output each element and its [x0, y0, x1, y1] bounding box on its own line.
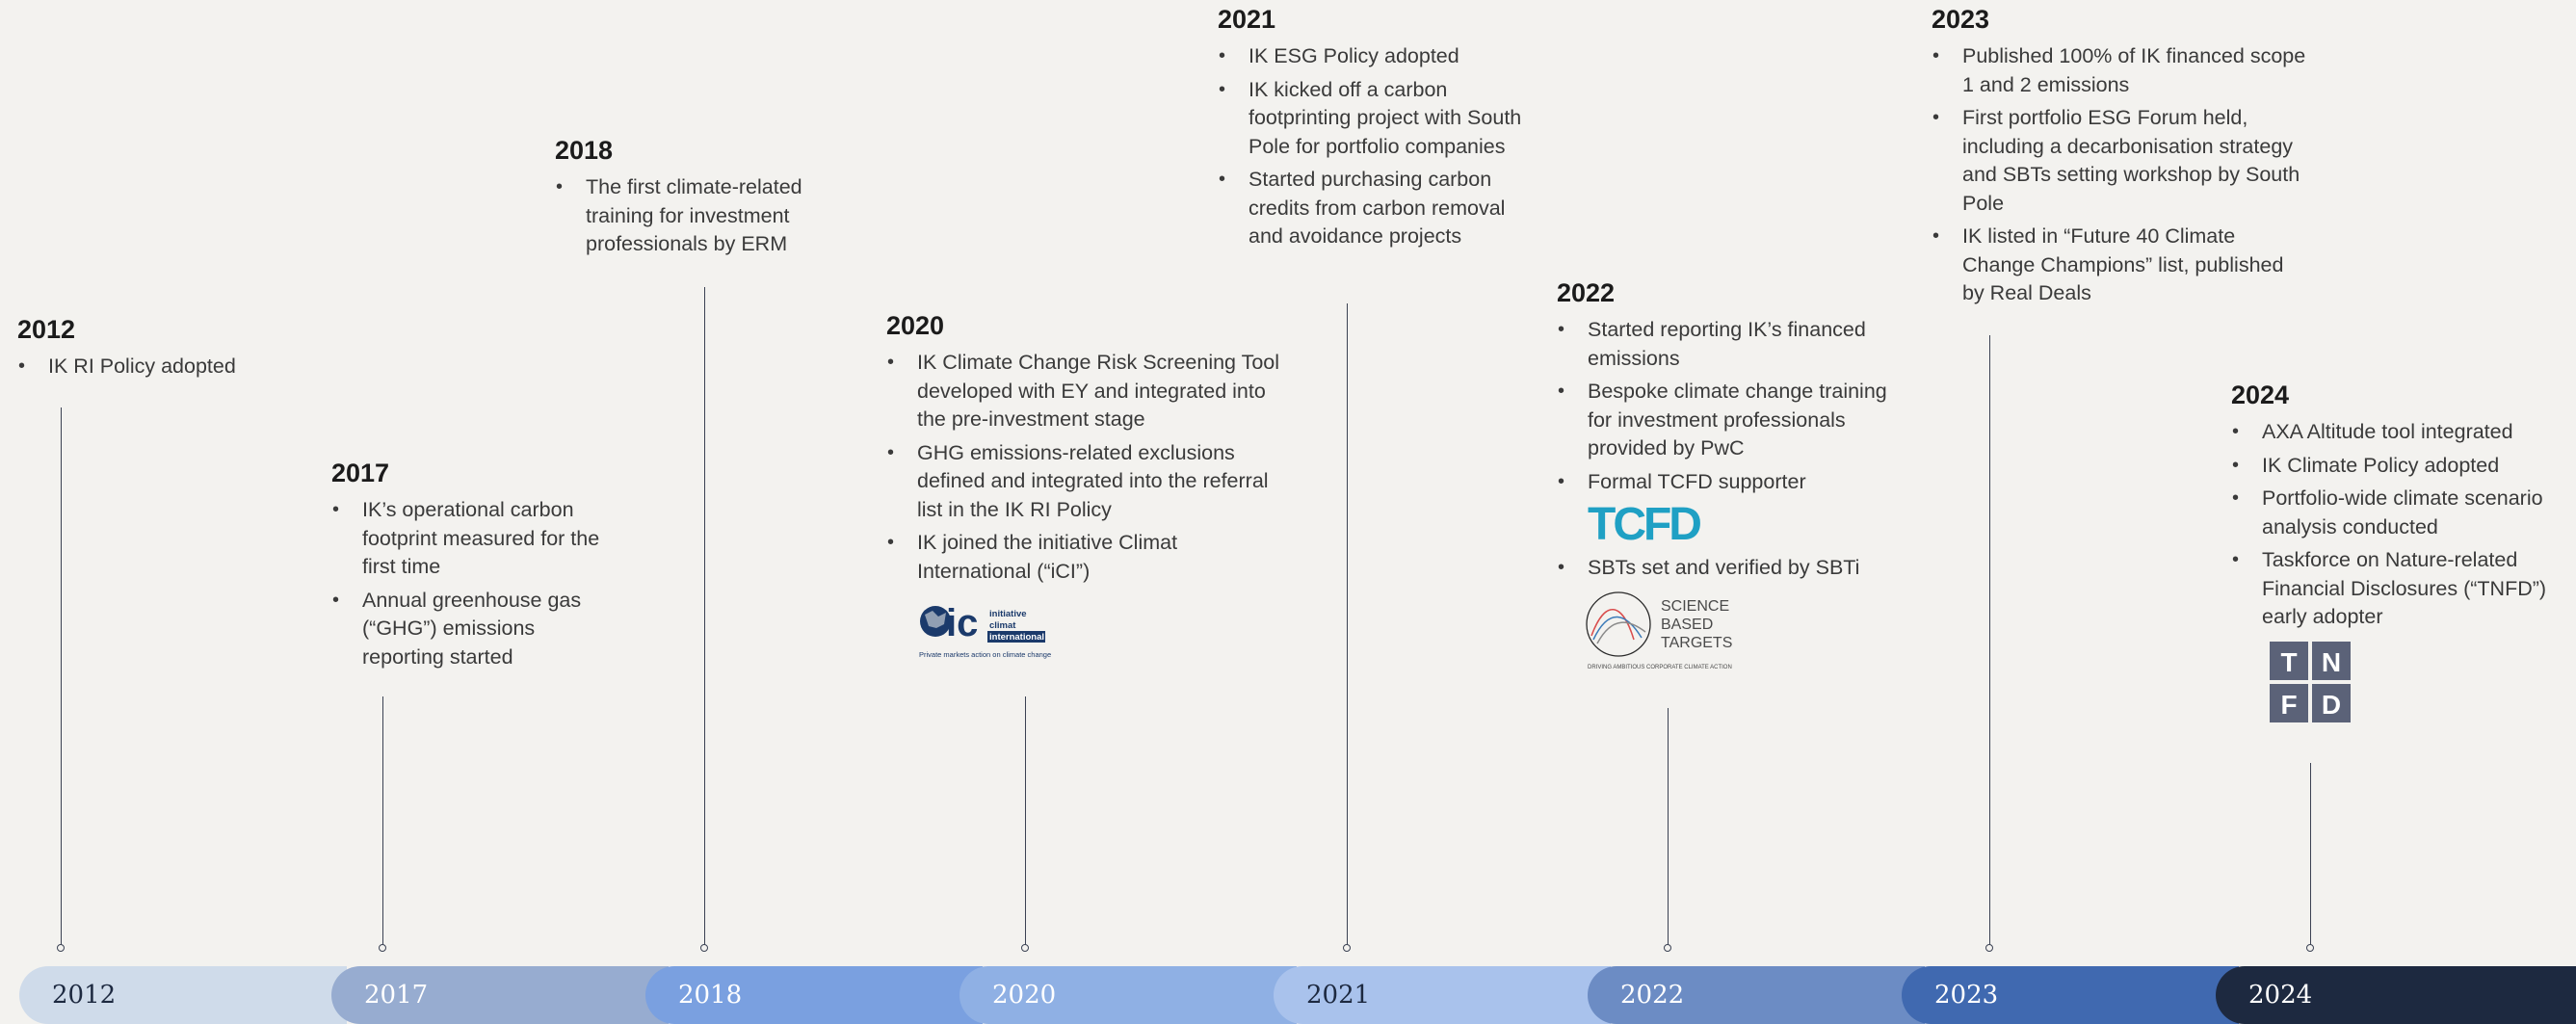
ici-line2: climat — [989, 620, 1016, 631]
list-item: IK listed in “Future 40 Climate Change C… — [1932, 223, 2307, 308]
ici-line3: international — [989, 632, 1044, 643]
connector-line-2023 — [1989, 335, 1990, 947]
list-item: Annual greenhouse gas (“GHG”) emissions … — [331, 587, 611, 672]
timeline-segment-2012: 2012 — [19, 966, 347, 1024]
connector-line-2022 — [1668, 708, 1669, 947]
milestone-list: Published 100% of IK financed scope 1 an… — [1932, 42, 2307, 308]
milestone-year: 2020 — [886, 311, 945, 340]
timeline-label: 2020 — [992, 981, 1057, 1010]
list-item: SBTs set and verified by SBTi — [1557, 554, 1894, 583]
timeline-label: 2012 — [52, 981, 117, 1010]
list-item: IK RI Policy adopted — [17, 353, 297, 381]
milestone-list: IK ESG Policy adopted IK kicked off a ca… — [1218, 42, 1536, 251]
timeline-label: 2017 — [364, 981, 429, 1010]
list-item: GHG emissions-related exclusions defined… — [886, 439, 1281, 525]
milestone-list: Started reporting IK’s financed emission… — [1557, 316, 1894, 583]
tnfd-letter: T — [2280, 647, 2297, 677]
list-item: IK Climate Change Risk Screening Tool de… — [886, 349, 1281, 434]
tcfd-text: TCFD — [1588, 501, 1700, 549]
milestone-year: 2024 — [2231, 381, 2290, 409]
milestone-2023: 2023 Published 100% of IK financed scope… — [1932, 4, 2307, 313]
milestone-year: 2021 — [1218, 5, 1276, 34]
tnfd-letter: D — [2322, 690, 2341, 720]
sbt-tagline: DRIVING AMBITIOUS CORPORATE CLIMATE ACTI… — [1588, 665, 1732, 670]
sbt-logo: SCIENCE BASED TARGETS DRIVING AMBITIOUS … — [1586, 590, 1749, 671]
list-item: First portfolio ESG Forum held, includin… — [1932, 104, 2307, 218]
timeline-segment-2022: 2022 — [1588, 966, 1925, 1024]
list-item: IK kicked off a carbon footprinting proj… — [1218, 76, 1536, 162]
connector-dot-2022 — [1664, 944, 1671, 952]
milestone-2012: 2012 IK RI Policy adopted — [17, 314, 297, 386]
ici-mark: ic — [946, 602, 978, 644]
connector-dot-2018 — [700, 944, 708, 952]
list-item: The first climate-related training for i… — [555, 173, 834, 259]
connector-dot-2020 — [1021, 944, 1029, 952]
timeline-label: 2021 — [1306, 981, 1371, 1010]
timeline-label: 2022 — [1620, 981, 1685, 1010]
connector-dot-2024 — [2306, 944, 2314, 952]
list-item: IK’s operational carbon footprint measur… — [331, 496, 611, 582]
connector-dot-2021 — [1343, 944, 1351, 952]
milestone-list: IK RI Policy adopted — [17, 353, 297, 381]
milestone-list: IK Climate Change Risk Screening Tool de… — [886, 349, 1281, 586]
milestone-year: 2023 — [1932, 5, 1990, 34]
list-item: Started purchasing carbon credits from c… — [1218, 166, 1536, 251]
milestone-2021: 2021 IK ESG Policy adopted IK kicked off… — [1218, 4, 1536, 256]
connector-line-2021 — [1347, 303, 1348, 947]
sbt-line3: TARGETS — [1661, 635, 1732, 651]
ici-logo: ic initiative climat international Priva… — [917, 593, 1062, 663]
sbt-line1: SCIENCE — [1661, 598, 1729, 615]
milestone-year: 2018 — [555, 136, 614, 165]
connector-dot-2023 — [1985, 944, 1993, 952]
list-item: IK ESG Policy adopted — [1218, 42, 1536, 71]
timeline-segment-2018: 2018 — [645, 966, 983, 1024]
timeline-segment-2020: 2020 — [959, 966, 1297, 1024]
timeline-segment-2024: 2024 — [2216, 966, 2576, 1024]
milestone-list: The first climate-related training for i… — [555, 173, 834, 259]
milestone-2020: 2020 IK Climate Change Risk Screening To… — [886, 310, 1281, 591]
list-item: AXA Altitude tool integrated — [2231, 418, 2563, 447]
timeline-segment-2017: 2017 — [331, 966, 669, 1024]
timeline-label: 2024 — [2248, 981, 2313, 1010]
list-item: Started reporting IK’s financed emission… — [1557, 316, 1894, 373]
tnfd-letter: F — [2280, 690, 2297, 720]
ici-line1: initiative — [989, 609, 1027, 619]
milestone-year: 2012 — [17, 315, 76, 344]
timeline-label: 2018 — [678, 981, 743, 1010]
list-item: Formal TCFD supporter — [1557, 468, 1894, 497]
list-item: Taskforce on Nature-related Financial Di… — [2231, 546, 2563, 632]
list-item: Published 100% of IK financed scope 1 an… — [1932, 42, 2307, 99]
tcfd-logo: TCFD — [1586, 499, 1730, 550]
list-item: Portfolio-wide climate scenario analysis… — [2231, 485, 2563, 541]
list-item: IK Climate Policy adopted — [2231, 452, 2563, 481]
milestone-2024: 2024 AXA Altitude tool integrated IK Cli… — [2231, 380, 2563, 637]
sbt-line2: BASED — [1661, 617, 1713, 633]
milestone-year: 2017 — [331, 459, 390, 487]
milestone-list: AXA Altitude tool integrated IK Climate … — [2231, 418, 2563, 632]
milestone-2017: 2017 IK’s operational carbon footprint m… — [331, 458, 611, 676]
connector-line-2018 — [704, 287, 705, 947]
timeline-segment-2021: 2021 — [1274, 966, 1611, 1024]
ici-tagline: Private markets action on climate change — [919, 650, 1051, 659]
milestone-year: 2022 — [1557, 278, 1616, 307]
connector-line-2017 — [382, 696, 383, 947]
connector-line-2020 — [1025, 696, 1026, 947]
list-item: IK joined the initiative Climat Internat… — [886, 529, 1281, 586]
tnfd-letter: N — [2322, 647, 2341, 677]
timeline-label: 2023 — [1934, 981, 1999, 1010]
milestone-2022: 2022 Started reporting IK’s financed emi… — [1557, 277, 1894, 588]
connector-dot-2012 — [57, 944, 65, 952]
milestone-2018: 2018 The first climate-related training … — [555, 135, 834, 264]
timeline-segment-2023: 2023 — [1902, 966, 2239, 1024]
timeline-band: 2012 2017 2018 2020 2021 2022 2023 2024 — [0, 966, 2576, 1024]
connector-dot-2017 — [379, 944, 386, 952]
milestone-list: IK’s operational carbon footprint measur… — [331, 496, 611, 671]
connector-line-2012 — [61, 407, 62, 947]
list-item: Bespoke climate change training for inve… — [1557, 378, 1894, 463]
connector-line-2024 — [2310, 763, 2311, 947]
tnfd-logo: T N F D — [2270, 642, 2353, 724]
